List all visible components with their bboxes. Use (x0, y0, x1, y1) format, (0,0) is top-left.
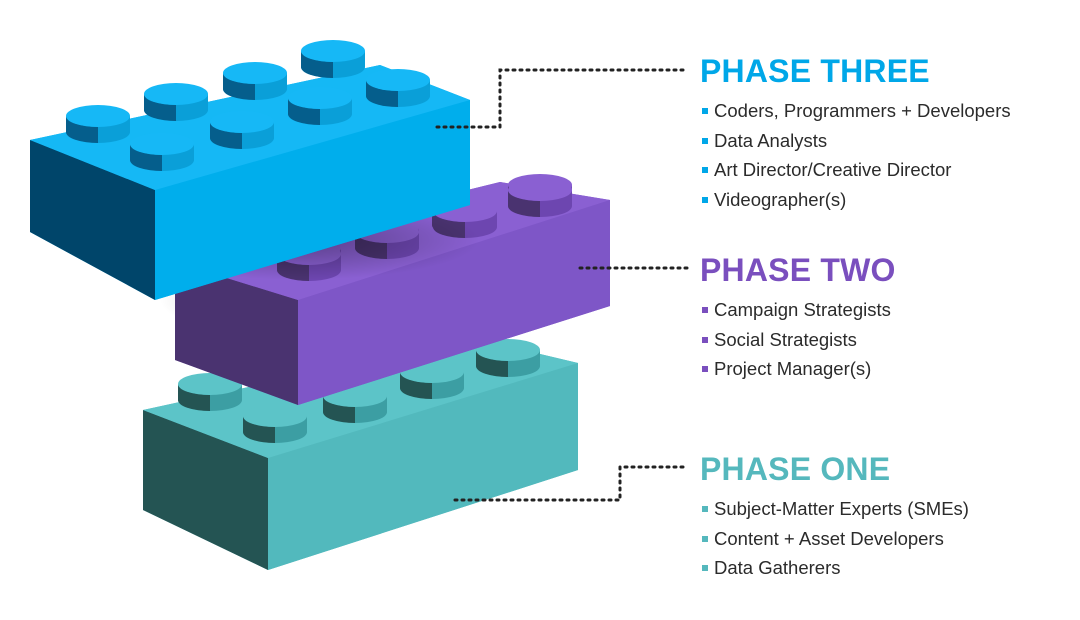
bullet-square-icon (702, 506, 708, 512)
bullet-square-icon (702, 366, 708, 372)
role-item: Project Manager(s) (700, 354, 896, 384)
bullet-square-icon (702, 167, 708, 173)
phase-two-block: PHASE TWO Campaign Strategists Social St… (700, 251, 896, 384)
brick-stud (288, 87, 352, 125)
role-item: Data Analysts (700, 126, 1011, 156)
phase-two-title: PHASE TWO (700, 252, 896, 288)
brick-stud (66, 105, 130, 143)
brick-stud (210, 111, 274, 149)
phase-three-title: PHASE THREE (700, 53, 930, 89)
brick-stud (400, 361, 464, 399)
role-item: Social Strategists (700, 325, 896, 355)
brick-stud (144, 83, 208, 121)
bullet-square-icon (702, 565, 708, 571)
brick-stud (223, 62, 287, 100)
brick-stud (243, 405, 307, 443)
phase-two-roles: Campaign Strategists Social Strategists … (700, 295, 896, 384)
teal-brick-studs (178, 339, 540, 443)
phase-one-block: PHASE ONE Subject-Matter Experts (SMEs) … (700, 450, 969, 583)
brick-stud (366, 69, 430, 107)
bullet-square-icon (702, 108, 708, 114)
bullet-square-icon (702, 137, 708, 144)
brick-stud (178, 373, 242, 411)
phase-one-roles: Subject-Matter Experts (SMEs) Content + … (700, 494, 969, 583)
role-item: Videographer(s) (700, 185, 1011, 215)
brick-stud (476, 339, 540, 377)
blue-brick-studs (66, 40, 430, 171)
phase-one-title: PHASE ONE (700, 451, 891, 487)
bullet-square-icon (702, 535, 708, 542)
role-item: Subject-Matter Experts (SMEs) (700, 494, 969, 524)
bullet-square-icon (702, 336, 708, 343)
role-item: Campaign Strategists (700, 295, 896, 325)
role-item: Art Director/Creative Director (700, 155, 1011, 185)
role-item: Content + Asset Developers (700, 524, 969, 554)
bullet-square-icon (702, 196, 708, 203)
role-item: Data Gatherers (700, 553, 969, 583)
phase-three-block: PHASE THREE Coders, Programmers + Develo… (700, 52, 1011, 214)
phase-three-roles: Coders, Programmers + Developers Data An… (700, 96, 1011, 214)
bullet-square-icon (702, 307, 708, 313)
brick-stud (301, 40, 365, 78)
brick-stud (130, 133, 194, 171)
connector-phase-three (435, 68, 690, 129)
role-item: Coders, Programmers + Developers (700, 96, 1011, 126)
connector-phase-one (453, 465, 690, 502)
brick-stud (508, 179, 572, 217)
